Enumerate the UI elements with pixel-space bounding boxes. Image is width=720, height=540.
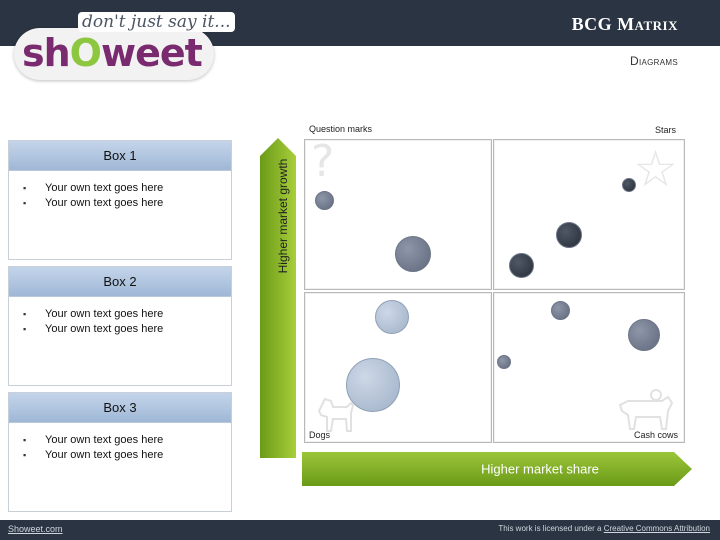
bubble: [628, 319, 660, 351]
star-icon: ☆: [633, 140, 678, 198]
question-mark-icon: ?: [311, 136, 335, 187]
footer-license-text: This work is licensed under a: [498, 524, 604, 533]
box-2-bullet: Your own text goes here: [23, 307, 231, 322]
box-2-bullet: Your own text goes here: [23, 322, 231, 337]
quadrant-label-stars: Stars: [654, 125, 676, 135]
quadrant-label-question-marks: Question marks: [309, 124, 373, 134]
x-axis-label: Higher market share: [481, 461, 599, 477]
box-1-title: Box 1: [9, 141, 231, 171]
y-axis-arrow: [260, 138, 296, 458]
bubble: [497, 355, 511, 369]
bubble: [556, 222, 582, 248]
logo-wordmark: shOweet: [22, 31, 203, 75]
bubble: [509, 253, 534, 278]
box-3-list: Your own text goes here Your own text go…: [9, 433, 231, 463]
box-1-bullet: Your own text goes here: [23, 181, 231, 196]
bubble: [551, 301, 570, 320]
quadrant-label-cash-cows: Cash cows: [633, 430, 678, 440]
box-1: Box 1 Your own text goes here Your own t…: [8, 140, 232, 260]
box-3-title: Box 3: [9, 393, 231, 423]
footer-license: This work is licensed under a Creative C…: [498, 524, 710, 533]
footer-bar: [0, 520, 720, 540]
footer-license-link[interactable]: Creative Commons Attribution: [603, 524, 710, 533]
quadrant-question-marks: ?: [304, 136, 492, 290]
bubble: [375, 300, 409, 334]
x-axis-arrow: [302, 452, 692, 486]
page-title: BCG Matrix: [571, 14, 678, 34]
box-2: Box 2 Your own text goes here Your own t…: [8, 266, 232, 386]
logo-tagline: don't just say it...: [78, 12, 235, 32]
y-axis-label: Higher market growth: [276, 158, 290, 274]
bubble: [315, 191, 334, 210]
bubble: [346, 358, 400, 412]
page-subtitle: Diagrams: [630, 54, 678, 68]
box-2-list: Your own text goes here Your own text go…: [9, 307, 231, 337]
dog-icon: [317, 397, 355, 432]
box-2-title: Box 2: [9, 267, 231, 297]
cow-icon: [618, 389, 674, 430]
bubble: [395, 236, 431, 272]
box-3-bullet: Your own text goes here: [23, 448, 231, 463]
box-3-bullet: Your own text goes here: [23, 433, 231, 448]
quadrant-cash-cows: Cash cows: [493, 292, 685, 443]
bubble: [622, 178, 636, 192]
box-1-list: Your own text goes here Your own text go…: [9, 181, 231, 211]
quadrant-label-dogs: Dogs: [309, 430, 331, 440]
box-3: Box 3 Your own text goes here Your own t…: [8, 392, 232, 512]
logo-badge[interactable]: [14, 28, 214, 80]
box-1-bullet: Your own text goes here: [23, 196, 231, 211]
footer-link-showeet[interactable]: Showeet.com: [8, 524, 63, 534]
